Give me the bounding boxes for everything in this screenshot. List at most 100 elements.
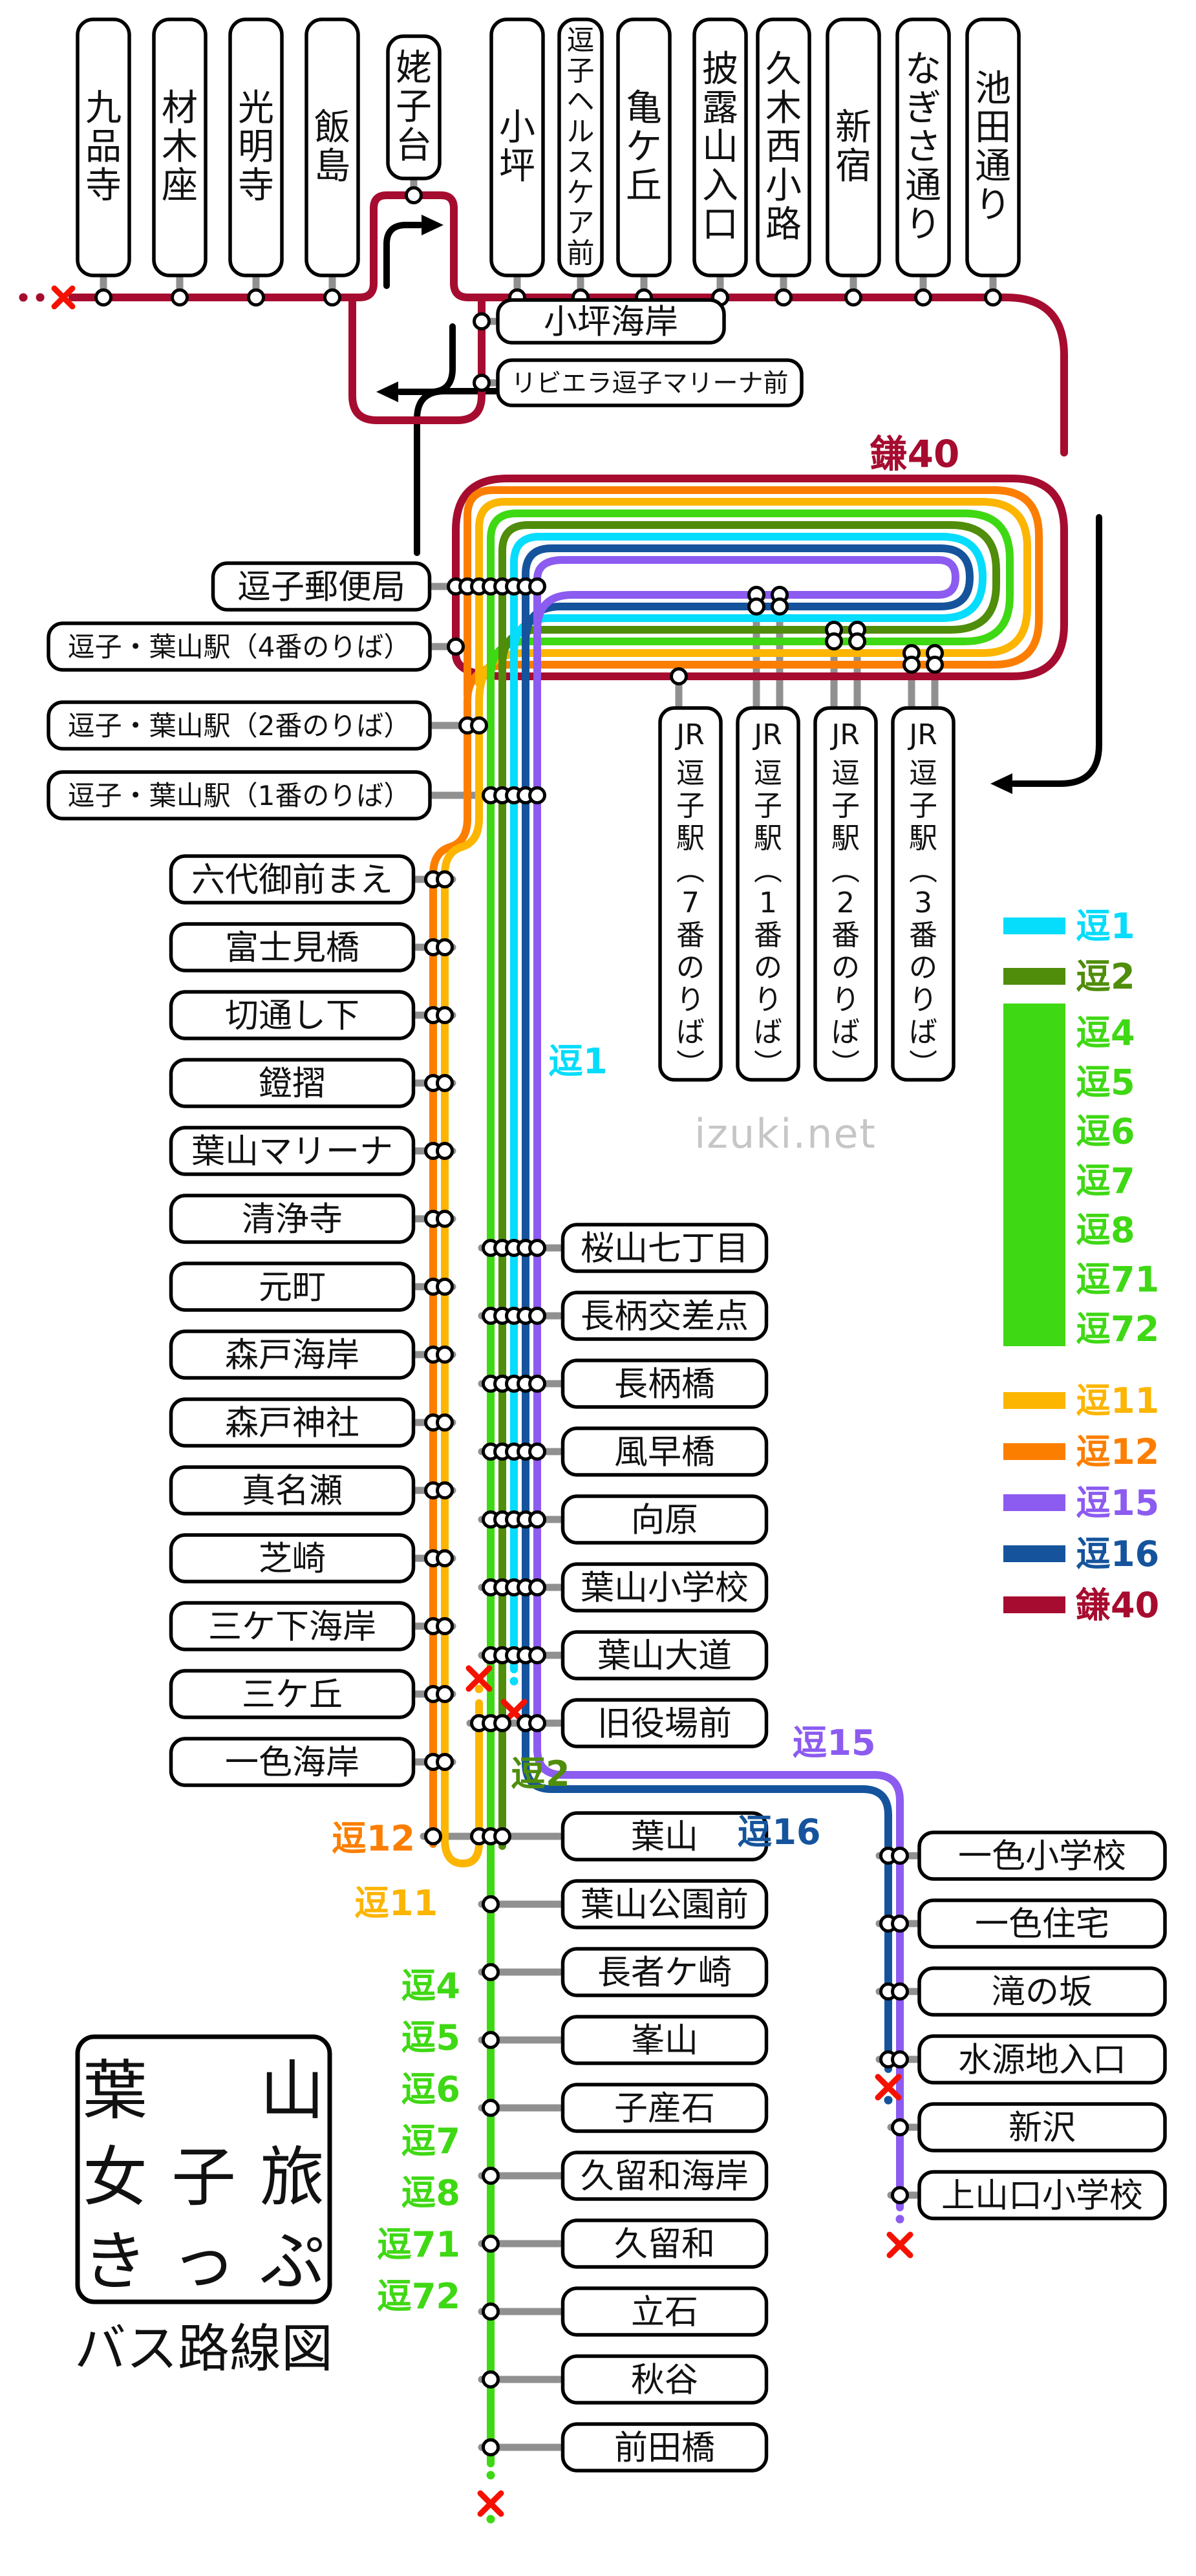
station-dot bbox=[528, 1714, 546, 1732]
station-dot bbox=[482, 2438, 500, 2456]
legend-label: 逗8 bbox=[1076, 1210, 1135, 1250]
station-box-coast bbox=[169, 1126, 416, 1176]
station-dot bbox=[436, 1685, 454, 1703]
route-label-green-group: 逗72 bbox=[377, 2276, 460, 2317]
station-label: 向原 bbox=[631, 1501, 698, 1540]
station-box-central bbox=[561, 2083, 769, 2133]
station-dot bbox=[424, 1827, 442, 1845]
station-dot bbox=[470, 716, 488, 735]
station-label: 材木座 bbox=[162, 87, 198, 207]
terminus-x-icon bbox=[477, 2490, 504, 2517]
station-label: 一色住宅 bbox=[975, 1905, 1109, 1944]
station-box-top bbox=[152, 17, 208, 277]
route-zu15 bbox=[533, 556, 959, 2211]
station-box-top bbox=[557, 17, 604, 277]
station-dot bbox=[528, 1510, 546, 1529]
station-dot bbox=[447, 638, 465, 656]
station-dot bbox=[436, 1346, 454, 1364]
logo-char: ぷ bbox=[260, 2224, 325, 2299]
terminus-x-icon bbox=[875, 2074, 902, 2101]
station-label: 久木西小路 bbox=[765, 48, 802, 246]
station-label: 逗子郵便局 bbox=[237, 568, 405, 607]
station-box-central bbox=[561, 2151, 769, 2201]
legend-label: 逗6 bbox=[1076, 1111, 1135, 1152]
legend-label: 逗71 bbox=[1076, 1260, 1159, 1300]
route-label-zu11: 逗11 bbox=[354, 1883, 438, 1924]
station-box-coast bbox=[169, 1194, 416, 1244]
legend-label: 逗5 bbox=[1076, 1062, 1135, 1102]
station-label: 披露山入口 bbox=[702, 48, 738, 246]
legend-label: 逗15 bbox=[1076, 1483, 1159, 1523]
station-dot bbox=[482, 2302, 500, 2321]
station-dot bbox=[891, 2118, 909, 2136]
route-label-green-group: 逗5 bbox=[401, 2017, 460, 2058]
station-dot bbox=[473, 312, 491, 330]
station-label: 立石 bbox=[631, 2293, 698, 2332]
route-zu12 bbox=[429, 486, 1043, 1848]
station-dot bbox=[528, 1307, 546, 1325]
station-dot bbox=[493, 1827, 511, 1845]
station-dot bbox=[436, 1210, 454, 1228]
station-box-central bbox=[561, 1698, 769, 1748]
legend-swatch bbox=[1003, 1392, 1065, 1409]
station-dot bbox=[528, 1646, 546, 1664]
station-box-central bbox=[561, 1879, 769, 1929]
station-label: 光明寺 bbox=[238, 87, 274, 207]
station-label: 切通し下 bbox=[225, 997, 359, 1036]
station-box-jr bbox=[891, 706, 956, 1082]
station-box-central bbox=[561, 2218, 769, 2269]
station-label: 新宿 bbox=[835, 107, 871, 188]
station-dot bbox=[844, 288, 862, 306]
station-label: 清浄寺 bbox=[242, 1201, 343, 1240]
station-label: 九品寺 bbox=[85, 87, 122, 207]
station-dot bbox=[436, 870, 454, 888]
station-dot bbox=[891, 2186, 909, 2204]
station-dot bbox=[528, 1578, 546, 1596]
station-label: 久留和海岸 bbox=[581, 2158, 749, 2196]
station-dot bbox=[891, 1982, 909, 2001]
route-label-green-group: 逗8 bbox=[401, 2173, 460, 2213]
station-dot bbox=[984, 288, 1002, 306]
station-dot bbox=[436, 1481, 454, 1499]
station-box-top bbox=[304, 17, 360, 277]
station-label: 小坪 bbox=[499, 107, 535, 188]
station-dot bbox=[436, 1753, 454, 1771]
station-box-top bbox=[386, 34, 442, 180]
station-label: 逗子・葉山駅（1番のりば） bbox=[68, 780, 411, 811]
station-dot bbox=[528, 1443, 546, 1461]
station-dot bbox=[670, 667, 688, 685]
station-box-coast bbox=[169, 1329, 416, 1380]
station-box-coast bbox=[169, 1737, 416, 1787]
station-box-top bbox=[826, 17, 881, 277]
station-box-jr bbox=[813, 706, 878, 1082]
route-kama40-branch bbox=[348, 294, 486, 424]
station-dot bbox=[528, 786, 546, 804]
station-box-east bbox=[917, 1898, 1167, 1949]
logo-char: 旅 bbox=[260, 2140, 325, 2215]
station-box-central bbox=[561, 2422, 769, 2473]
station-label: 逗子・葉山駅（4番のりば） bbox=[68, 631, 411, 663]
station-box-central bbox=[561, 1426, 769, 1477]
station-box-coast bbox=[169, 1058, 416, 1108]
route-label-zu2: 逗2 bbox=[511, 1754, 570, 1794]
station-box-top bbox=[895, 17, 951, 277]
route-label-zu12: 逗12 bbox=[332, 1818, 415, 1859]
station-dot bbox=[482, 2235, 500, 2253]
station-box-hub bbox=[211, 561, 432, 612]
station-box-central bbox=[561, 2354, 769, 2405]
station-box-branch bbox=[496, 358, 804, 407]
legend-label: 逗4 bbox=[1076, 1013, 1135, 1053]
terminus-x-icon bbox=[886, 2231, 913, 2259]
direction-arrowhead-icon bbox=[422, 215, 443, 235]
station-box-branch bbox=[496, 298, 726, 345]
station-dot bbox=[436, 1278, 454, 1296]
station-dot bbox=[323, 288, 341, 306]
station-box-hub bbox=[47, 770, 432, 821]
route-label-green-group: 逗4 bbox=[401, 1966, 460, 2006]
station-label: 葉山マリーナ bbox=[191, 1133, 393, 1172]
station-box-top bbox=[692, 17, 748, 277]
station-dot bbox=[891, 1847, 909, 1865]
logo-box bbox=[75, 2034, 332, 2304]
